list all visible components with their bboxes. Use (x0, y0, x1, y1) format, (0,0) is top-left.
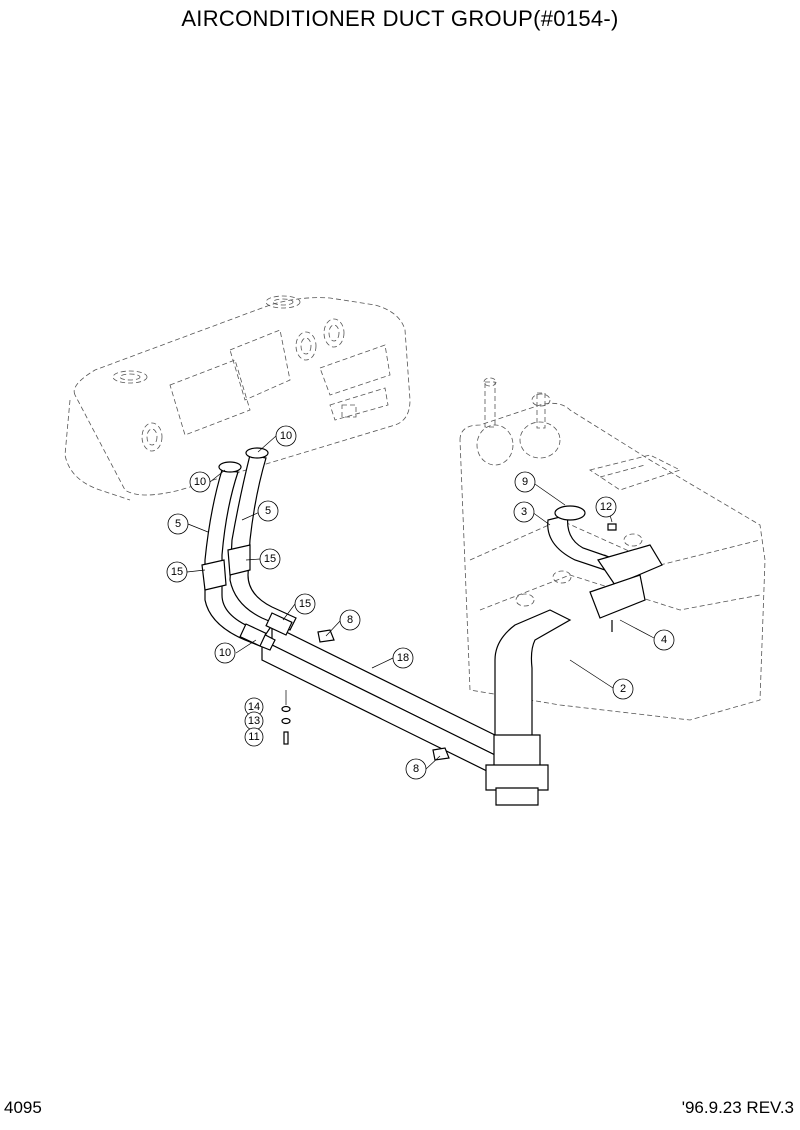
svg-text:10: 10 (219, 647, 231, 659)
left-ducts (201, 447, 297, 651)
svg-text:15: 15 (171, 566, 183, 578)
callout-3: 3 (513, 501, 535, 523)
svg-text:15: 15 (299, 598, 311, 610)
callout-10-lower: 10 (214, 642, 236, 664)
svg-text:10: 10 (280, 430, 292, 442)
callout-8-upper: 8 (339, 609, 361, 631)
callout-15-left: 15 (166, 561, 188, 583)
callout-5-left: 5 (167, 513, 189, 535)
callout-5-right: 5 (257, 500, 279, 522)
callout-18: 18 (392, 647, 414, 669)
page-number: 4095 (4, 1098, 42, 1117)
callout-15-right: 15 (259, 548, 281, 570)
revision-date: '96.9.23 REV.3 (681, 1098, 794, 1117)
svg-text:2: 2 (620, 683, 626, 695)
svg-text:13: 13 (248, 715, 260, 727)
svg-text:18: 18 (397, 652, 409, 664)
dashboard-outline (64, 295, 411, 501)
svg-text:5: 5 (265, 505, 271, 517)
console-outline (459, 377, 766, 721)
callout-8-lower: 8 (405, 758, 427, 780)
callout-11: 11 (244, 727, 264, 747)
svg-text:8: 8 (347, 614, 353, 626)
callout-12: 12 (595, 496, 617, 518)
svg-text:5: 5 (175, 518, 181, 530)
callout-4: 4 (653, 629, 675, 651)
upper-right-duct (547, 505, 663, 632)
callout-13: 13 (244, 711, 264, 731)
callout-10-top: 10 (275, 425, 297, 447)
callout-9: 9 (514, 471, 536, 493)
diagram-title: AIRCONDITIONER DUCT GROUP(#0154-) (181, 6, 619, 31)
right-duct (485, 609, 572, 806)
svg-text:10: 10 (194, 476, 206, 488)
fasteners (281, 523, 617, 761)
callout-14: 14 (244, 697, 264, 717)
callout-2: 2 (612, 678, 634, 700)
svg-text:8: 8 (413, 763, 419, 775)
svg-text:3: 3 (521, 506, 527, 518)
svg-text:15: 15 (264, 553, 276, 565)
svg-text:11: 11 (248, 731, 259, 743)
svg-text:12: 12 (600, 501, 612, 513)
callout-15-lower: 15 (294, 593, 316, 615)
svg-text:9: 9 (522, 476, 528, 488)
svg-text:14: 14 (248, 701, 260, 713)
svg-text:4: 4 (661, 634, 667, 646)
callout-10-left: 10 (189, 471, 211, 493)
